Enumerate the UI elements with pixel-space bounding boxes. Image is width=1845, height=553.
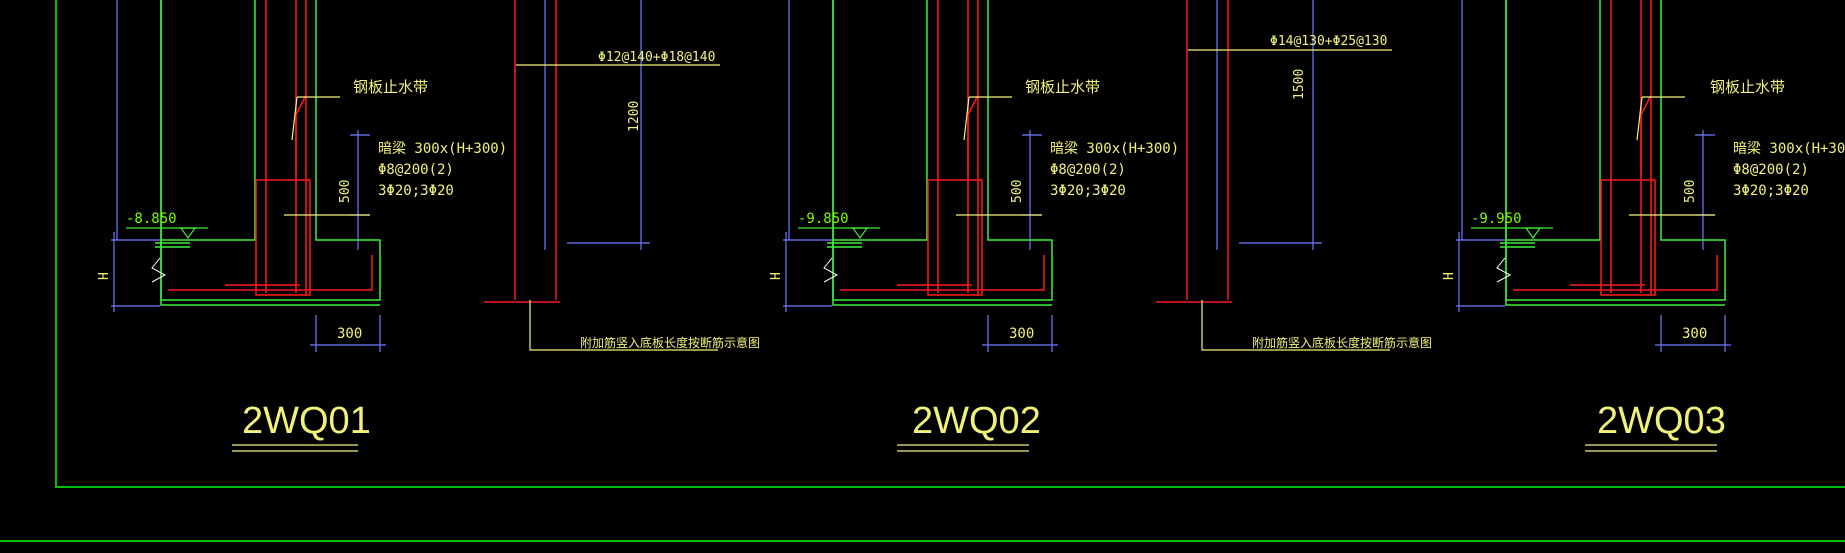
dimension-300: 300 xyxy=(1682,326,1707,342)
elevation-label: -9.950 xyxy=(1471,211,1522,227)
title-underline xyxy=(897,444,1029,452)
rebar-lines xyxy=(168,0,560,303)
wall-detail-2wq02: -9.850 钢板止水带 暗梁 300x(H+300) Φ8@200(2) 3Φ… xyxy=(769,0,1432,452)
beam-spec-line1: 暗梁 300x(H+300) xyxy=(1733,141,1845,157)
dimension-h: H xyxy=(769,272,784,280)
anchorage-note: 附加筋竖入底板长度按断筋示意图 xyxy=(580,335,760,350)
extra-rebar-dimension: 1200 xyxy=(627,101,642,132)
dimension-h: H xyxy=(97,272,112,280)
beam-spec-line2: Φ8@200(2) xyxy=(378,162,454,178)
beam-spec-line3: 3Φ20;3Φ20 xyxy=(1733,183,1809,199)
elevation-label: -9.850 xyxy=(798,211,849,227)
concrete-outline xyxy=(155,0,381,306)
leader-lines xyxy=(284,64,720,351)
extra-rebar-label: Φ14@130+Φ25@130 xyxy=(1270,34,1387,49)
beam-spec-line3: 3Φ20;3Φ20 xyxy=(1050,183,1126,199)
waterstop-label: 钢板止水带 xyxy=(1025,78,1100,96)
concrete-outline xyxy=(1500,0,1726,306)
dimension-500: 500 xyxy=(1683,180,1698,203)
beam-spec-line1: 暗梁 300x(H+300) xyxy=(1050,141,1179,157)
dimension-h: H xyxy=(1442,272,1457,280)
extra-rebar-dimension: 1500 xyxy=(1292,69,1307,100)
beam-spec-line1: 暗梁 300x(H+300) xyxy=(378,141,507,157)
dimension-300: 300 xyxy=(337,326,362,342)
beam-spec-line2: Φ8@200(2) xyxy=(1050,162,1126,178)
dimension-lines xyxy=(111,0,650,352)
beam-spec-line3: 3Φ20;3Φ20 xyxy=(378,183,454,199)
dimension-300: 300 xyxy=(1009,326,1034,342)
leader-lines xyxy=(956,49,1392,351)
dimension-500: 500 xyxy=(1010,180,1025,203)
detail-title: 2WQ01 xyxy=(242,400,371,442)
title-underline xyxy=(1585,444,1717,452)
beam-spec-line2: Φ8@200(2) xyxy=(1733,162,1809,178)
detail-title: 2WQ02 xyxy=(912,400,1041,442)
dimension-500: 500 xyxy=(338,180,353,203)
extra-rebar-label: Φ12@140+Φ18@140 xyxy=(598,50,715,65)
elevation-label: -8.850 xyxy=(126,211,177,227)
concrete-outline xyxy=(827,0,1053,306)
wall-detail-2wq03: -9.950 钢板止水带 暗梁 300x(H+300) Φ8@200(2) 3Φ… xyxy=(1442,0,1845,452)
wall-detail-2wq01: -8.850 钢板止水带 暗梁 300x(H+300) Φ8@200(2) 3Φ… xyxy=(97,0,760,452)
leader-lines xyxy=(1629,96,1715,216)
elevation-marker xyxy=(126,227,208,283)
rebar-lines xyxy=(1513,0,1718,296)
elevation-marker xyxy=(1471,227,1553,283)
dimension-lines xyxy=(1456,0,1731,352)
title-underline xyxy=(232,444,358,452)
detail-title: 2WQ03 xyxy=(1597,400,1726,442)
elevation-marker xyxy=(798,227,880,283)
anchorage-note: 附加筋竖入底板长度按断筋示意图 xyxy=(1252,335,1432,350)
waterstop-label: 钢板止水带 xyxy=(353,78,428,96)
waterstop-label: 钢板止水带 xyxy=(1710,78,1785,96)
